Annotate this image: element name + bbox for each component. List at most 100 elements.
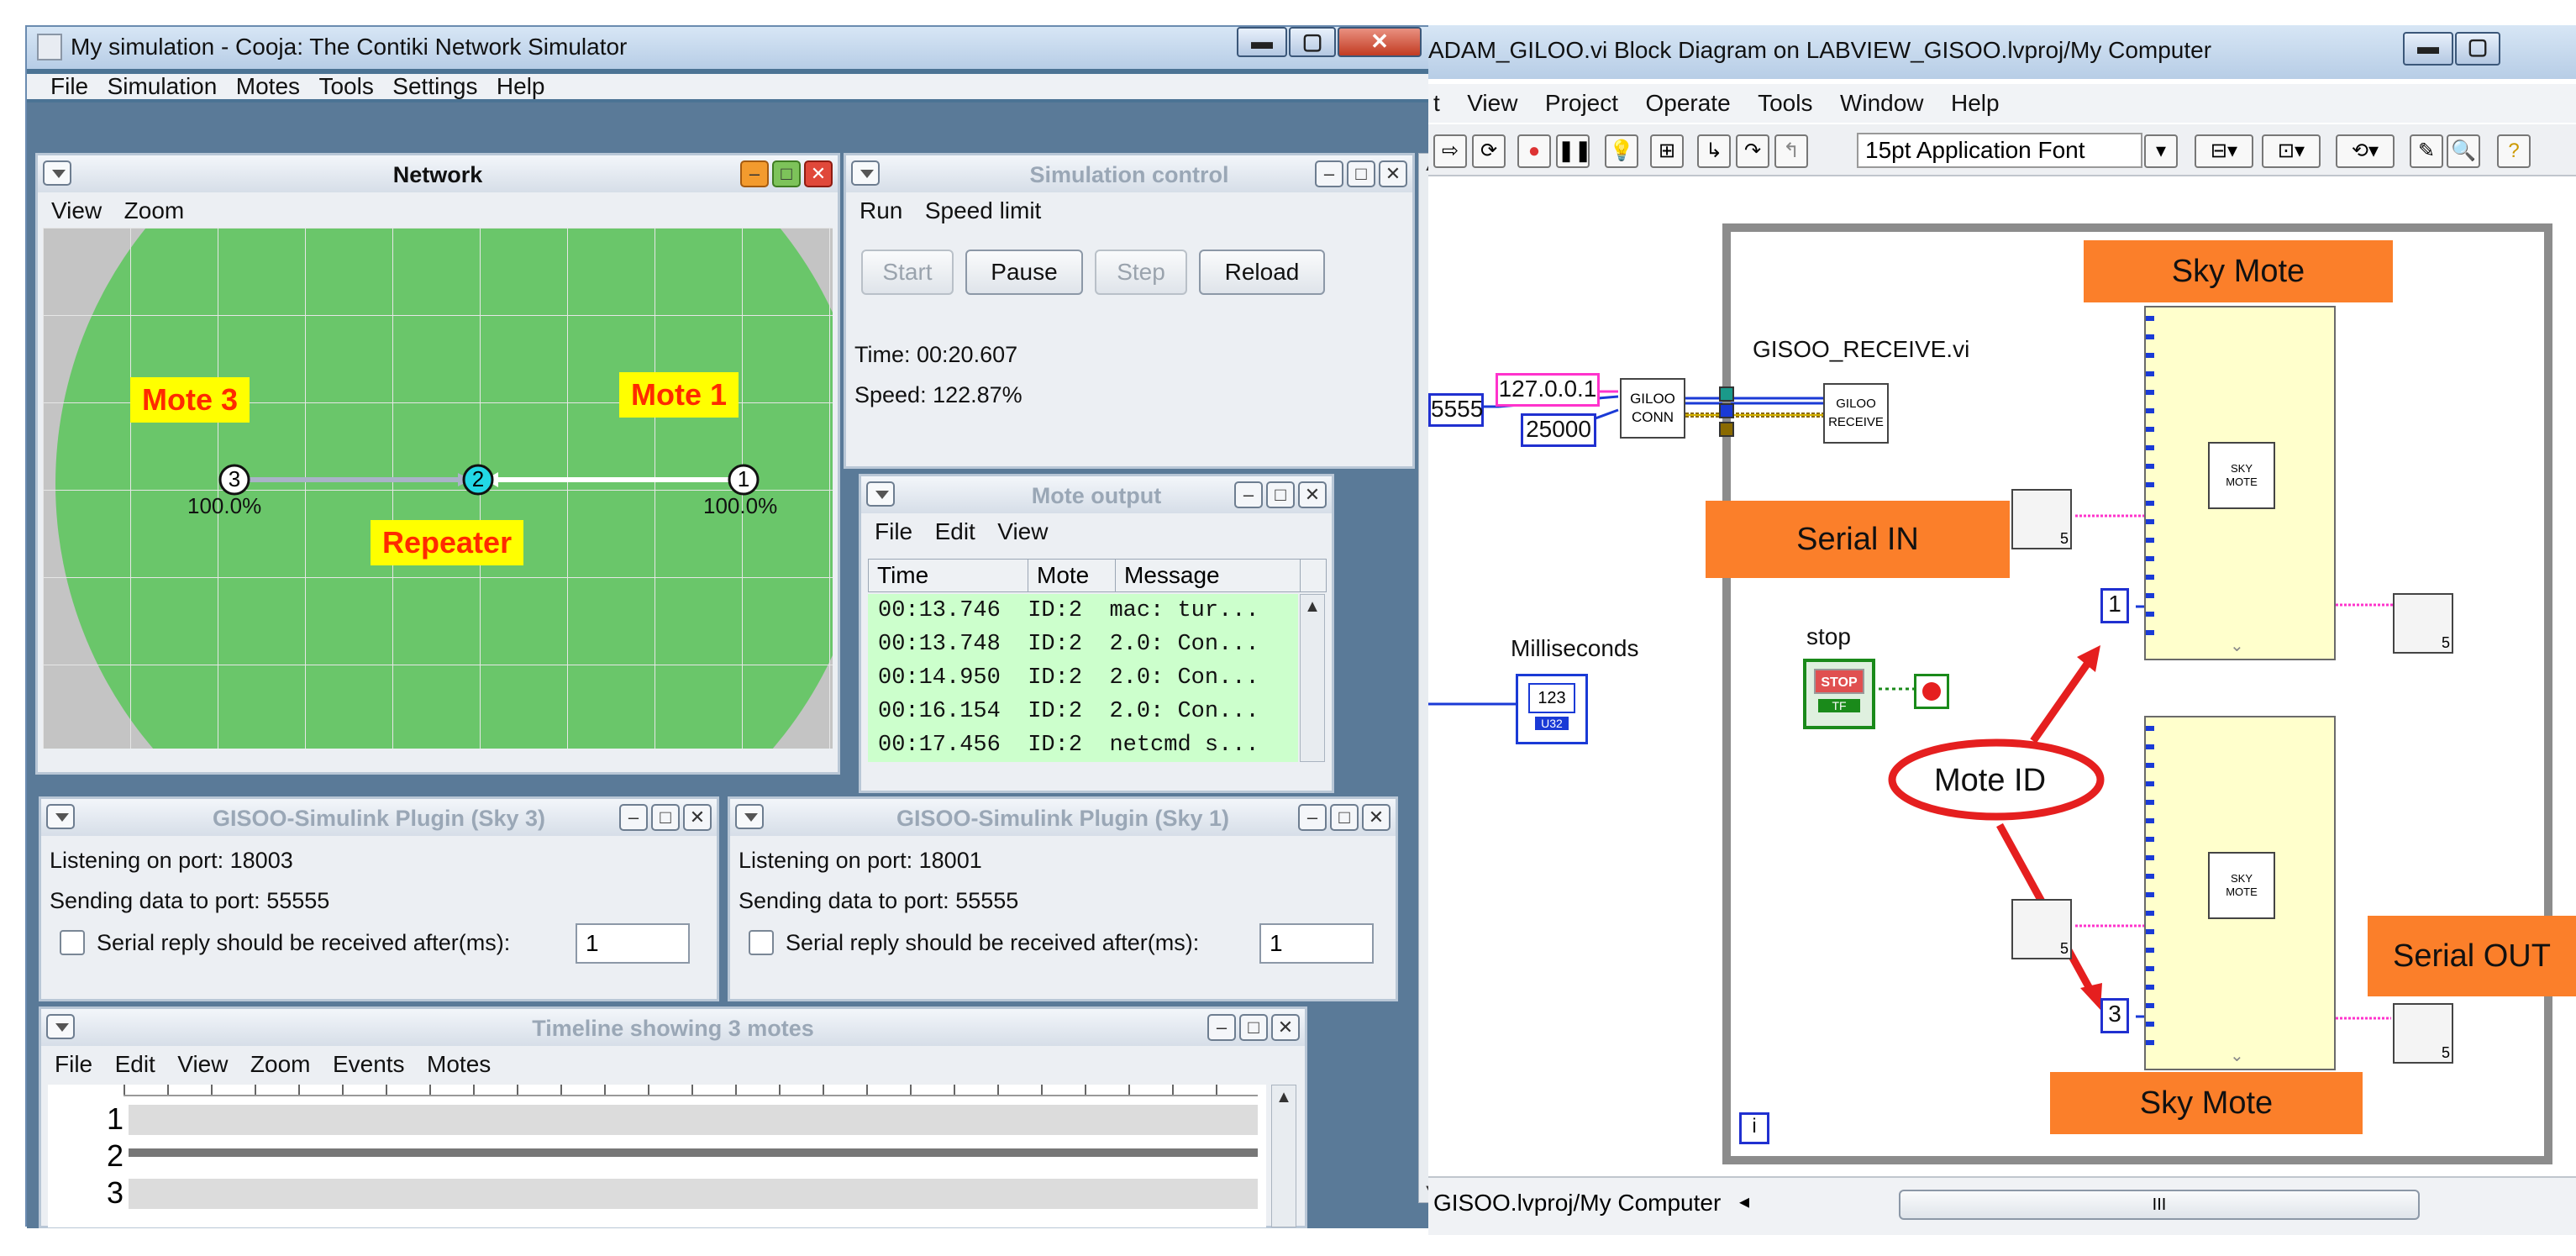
milliseconds-terminal[interactable]: 123 U32 <box>1516 674 1588 744</box>
step-button[interactable]: Step <box>1095 250 1187 295</box>
reorder-icon[interactable]: ⟲▾ <box>2336 134 2395 168</box>
align-objects-icon[interactable]: ⊟▾ <box>2195 134 2253 168</box>
frame-menu-icon[interactable] <box>851 160 880 186</box>
chevron-down-icon[interactable]: ⌄ <box>2230 1047 2244 1065</box>
minimize-icon[interactable]: ▬ <box>1237 27 1287 57</box>
mote-id-constant-3[interactable]: 3 <box>2100 998 2129 1033</box>
mote-id-constant-1[interactable]: 1 <box>2100 588 2129 623</box>
column-time[interactable]: Time <box>869 560 1028 591</box>
menu-help[interactable]: Help <box>496 73 545 99</box>
close-icon[interactable]: ✕ <box>1271 1014 1300 1041</box>
network-menu-zoom[interactable]: Zoom <box>124 197 185 223</box>
simulation-control-title-bar[interactable]: Simulation control – □ ✕ <box>846 155 1412 192</box>
serial-out-waveform-icon-bottom[interactable]: 5 <box>2393 1003 2453 1064</box>
frame-menu-icon[interactable] <box>46 804 75 829</box>
menu-view[interactable]: View <box>997 518 1049 544</box>
menu-motes[interactable]: Motes <box>235 73 301 99</box>
menu-project[interactable]: Project <box>1544 90 1619 116</box>
table-row[interactable]: 00:16.154 ID:2 2.0: Con... <box>878 699 1259 724</box>
help-icon[interactable]: ? <box>2497 134 2531 168</box>
menu-motes[interactable]: Motes <box>427 1051 492 1077</box>
menu-tools[interactable]: Tools <box>318 73 374 99</box>
chevron-down-icon[interactable]: ▾ <box>2144 134 2178 168</box>
network-title-bar[interactable]: Network – □ ✕ <box>38 155 838 192</box>
timeline-canvas[interactable]: 1 2 3 <box>48 1085 1266 1227</box>
minimize-icon[interactable]: ▬ <box>2403 32 2453 66</box>
font-selector[interactable]: 15pt Application Font <box>1857 133 2142 168</box>
menu-edit-partial[interactable]: t <box>1433 90 1440 116</box>
menu-file[interactable]: File <box>875 518 913 544</box>
step-into-icon[interactable]: ↳ <box>1697 134 1731 168</box>
cleanup-diagram-icon[interactable]: ✎ <box>2410 134 2443 168</box>
plugin-sky3-delay-input[interactable]: 1 <box>576 923 690 964</box>
pause-icon[interactable]: ❚❚ <box>1556 134 1591 168</box>
menu-view[interactable]: View <box>177 1051 229 1077</box>
cooja-title-bar[interactable]: My simulation - Cooja: The Contiki Netwo… <box>27 27 1447 69</box>
table-row[interactable]: 00:13.746 ID:2 mac: tur... <box>878 598 1259 623</box>
column-message[interactable]: Message <box>1116 560 1301 591</box>
retain-wire-values-icon[interactable]: ⊞ <box>1650 134 1684 168</box>
network-canvas[interactable]: 3 2 1 100.0% 100.0% Mote 3 Mote 1 Repeat… <box>43 228 833 749</box>
giloo-conn-node[interactable]: GILOO CONN <box>1620 378 1685 439</box>
search-icon[interactable]: 🔍 <box>2447 134 2480 168</box>
menu-file[interactable]: File <box>50 73 89 99</box>
minimize-icon[interactable]: – <box>1315 160 1343 187</box>
close-icon[interactable]: ✕ <box>683 804 712 831</box>
start-button[interactable]: Start <box>861 250 954 295</box>
plugin-sky1-title-bar[interactable]: GISOO-Simulink Plugin (Sky 1) – □ ✕ <box>730 799 1396 836</box>
mote-output-scrollbar[interactable]: ▲ <box>1300 594 1325 762</box>
minimize-icon[interactable]: – <box>619 804 648 831</box>
menu-operate[interactable]: Operate <box>1645 90 1731 116</box>
scroll-up-icon[interactable]: ▲ <box>1304 597 1321 616</box>
table-row[interactable]: 00:17.456 ID:2 netcmd s... <box>878 733 1259 758</box>
minimize-icon[interactable]: – <box>1207 1014 1236 1041</box>
port-constant-25000[interactable]: 25000 <box>1521 413 1596 447</box>
maximize-icon[interactable]: ▢ <box>2455 32 2500 66</box>
menu-edit[interactable]: Edit <box>934 518 975 544</box>
step-over-icon[interactable]: ↷ <box>1736 134 1769 168</box>
scroll-left-icon[interactable]: ◂ <box>1739 1190 1750 1213</box>
menu-file[interactable]: File <box>55 1051 93 1077</box>
distribute-objects-icon[interactable]: ⊡▾ <box>2262 134 2321 168</box>
maximize-icon[interactable]: ▢ <box>1289 27 1336 57</box>
menu-edit[interactable]: Edit <box>114 1051 155 1077</box>
maximize-icon[interactable]: □ <box>1239 1014 1268 1041</box>
while-loop-frame[interactable] <box>1722 223 2552 1164</box>
menu-run[interactable]: Run <box>860 197 903 223</box>
network-menu-view[interactable]: View <box>51 197 103 223</box>
frame-menu-icon[interactable] <box>735 804 764 829</box>
timeline-scrollbar[interactable]: ▲ <box>1271 1085 1296 1227</box>
plugin-sky1-serial-reply-checkbox[interactable] <box>749 930 774 955</box>
chevron-down-icon[interactable]: ⌄ <box>2230 637 2244 655</box>
loop-condition-icon[interactable] <box>1914 674 1949 709</box>
abort-icon[interactable]: ● <box>1517 134 1551 168</box>
close-icon[interactable]: ✕ <box>1338 27 1422 57</box>
labview-title-bar[interactable]: ADAM_GILOO.vi Block Diagram on LABVIEW_G… <box>1428 25 2576 79</box>
run-arrow-icon[interactable]: ⇨ <box>1433 134 1467 168</box>
stop-button-control[interactable]: STOP TF <box>1803 659 1875 729</box>
maximize-icon[interactable]: □ <box>772 160 801 187</box>
maximize-icon[interactable]: □ <box>1266 481 1295 508</box>
maximize-icon[interactable]: □ <box>651 804 680 831</box>
close-icon[interactable]: ✕ <box>1298 481 1327 508</box>
serial-in-waveform-icon-top[interactable]: 5 <box>2011 489 2072 549</box>
minimize-icon[interactable]: – <box>1234 481 1263 508</box>
table-row[interactable]: 00:14.950 ID:2 2.0: Con... <box>878 665 1259 691</box>
pause-button[interactable]: Pause <box>965 250 1083 295</box>
timeline-title-bar[interactable]: Timeline showing 3 motes – □ ✕ <box>41 1009 1305 1046</box>
menu-help[interactable]: Help <box>1950 90 2000 116</box>
menu-view[interactable]: View <box>1467 90 1518 116</box>
serial-out-waveform-icon-top[interactable]: 5 <box>2393 593 2453 654</box>
column-mote[interactable]: Mote <box>1028 560 1116 591</box>
scroll-up-icon[interactable]: ▲ <box>1275 1088 1292 1106</box>
run-continuously-icon[interactable]: ⟳ <box>1472 134 1506 168</box>
port-constant-5555[interactable]: 5555 <box>1428 393 1484 427</box>
frame-menu-icon[interactable] <box>46 1014 75 1039</box>
mote-output-log[interactable]: 00:13.746 ID:2 mac: tur... 00:13.748 ID:… <box>868 594 1298 762</box>
frame-menu-icon[interactable] <box>866 481 895 507</box>
ip-constant[interactable]: 127.0.0.1 <box>1496 373 1600 407</box>
plugin-sky3-serial-reply-checkbox[interactable] <box>60 930 85 955</box>
plugin-sky3-title-bar[interactable]: GISOO-Simulink Plugin (Sky 3) – □ ✕ <box>41 799 717 836</box>
block-diagram[interactable]: 5555 127.0.0.1 25000 GILOO CONN GISOO_RE… <box>1428 178 2576 1175</box>
